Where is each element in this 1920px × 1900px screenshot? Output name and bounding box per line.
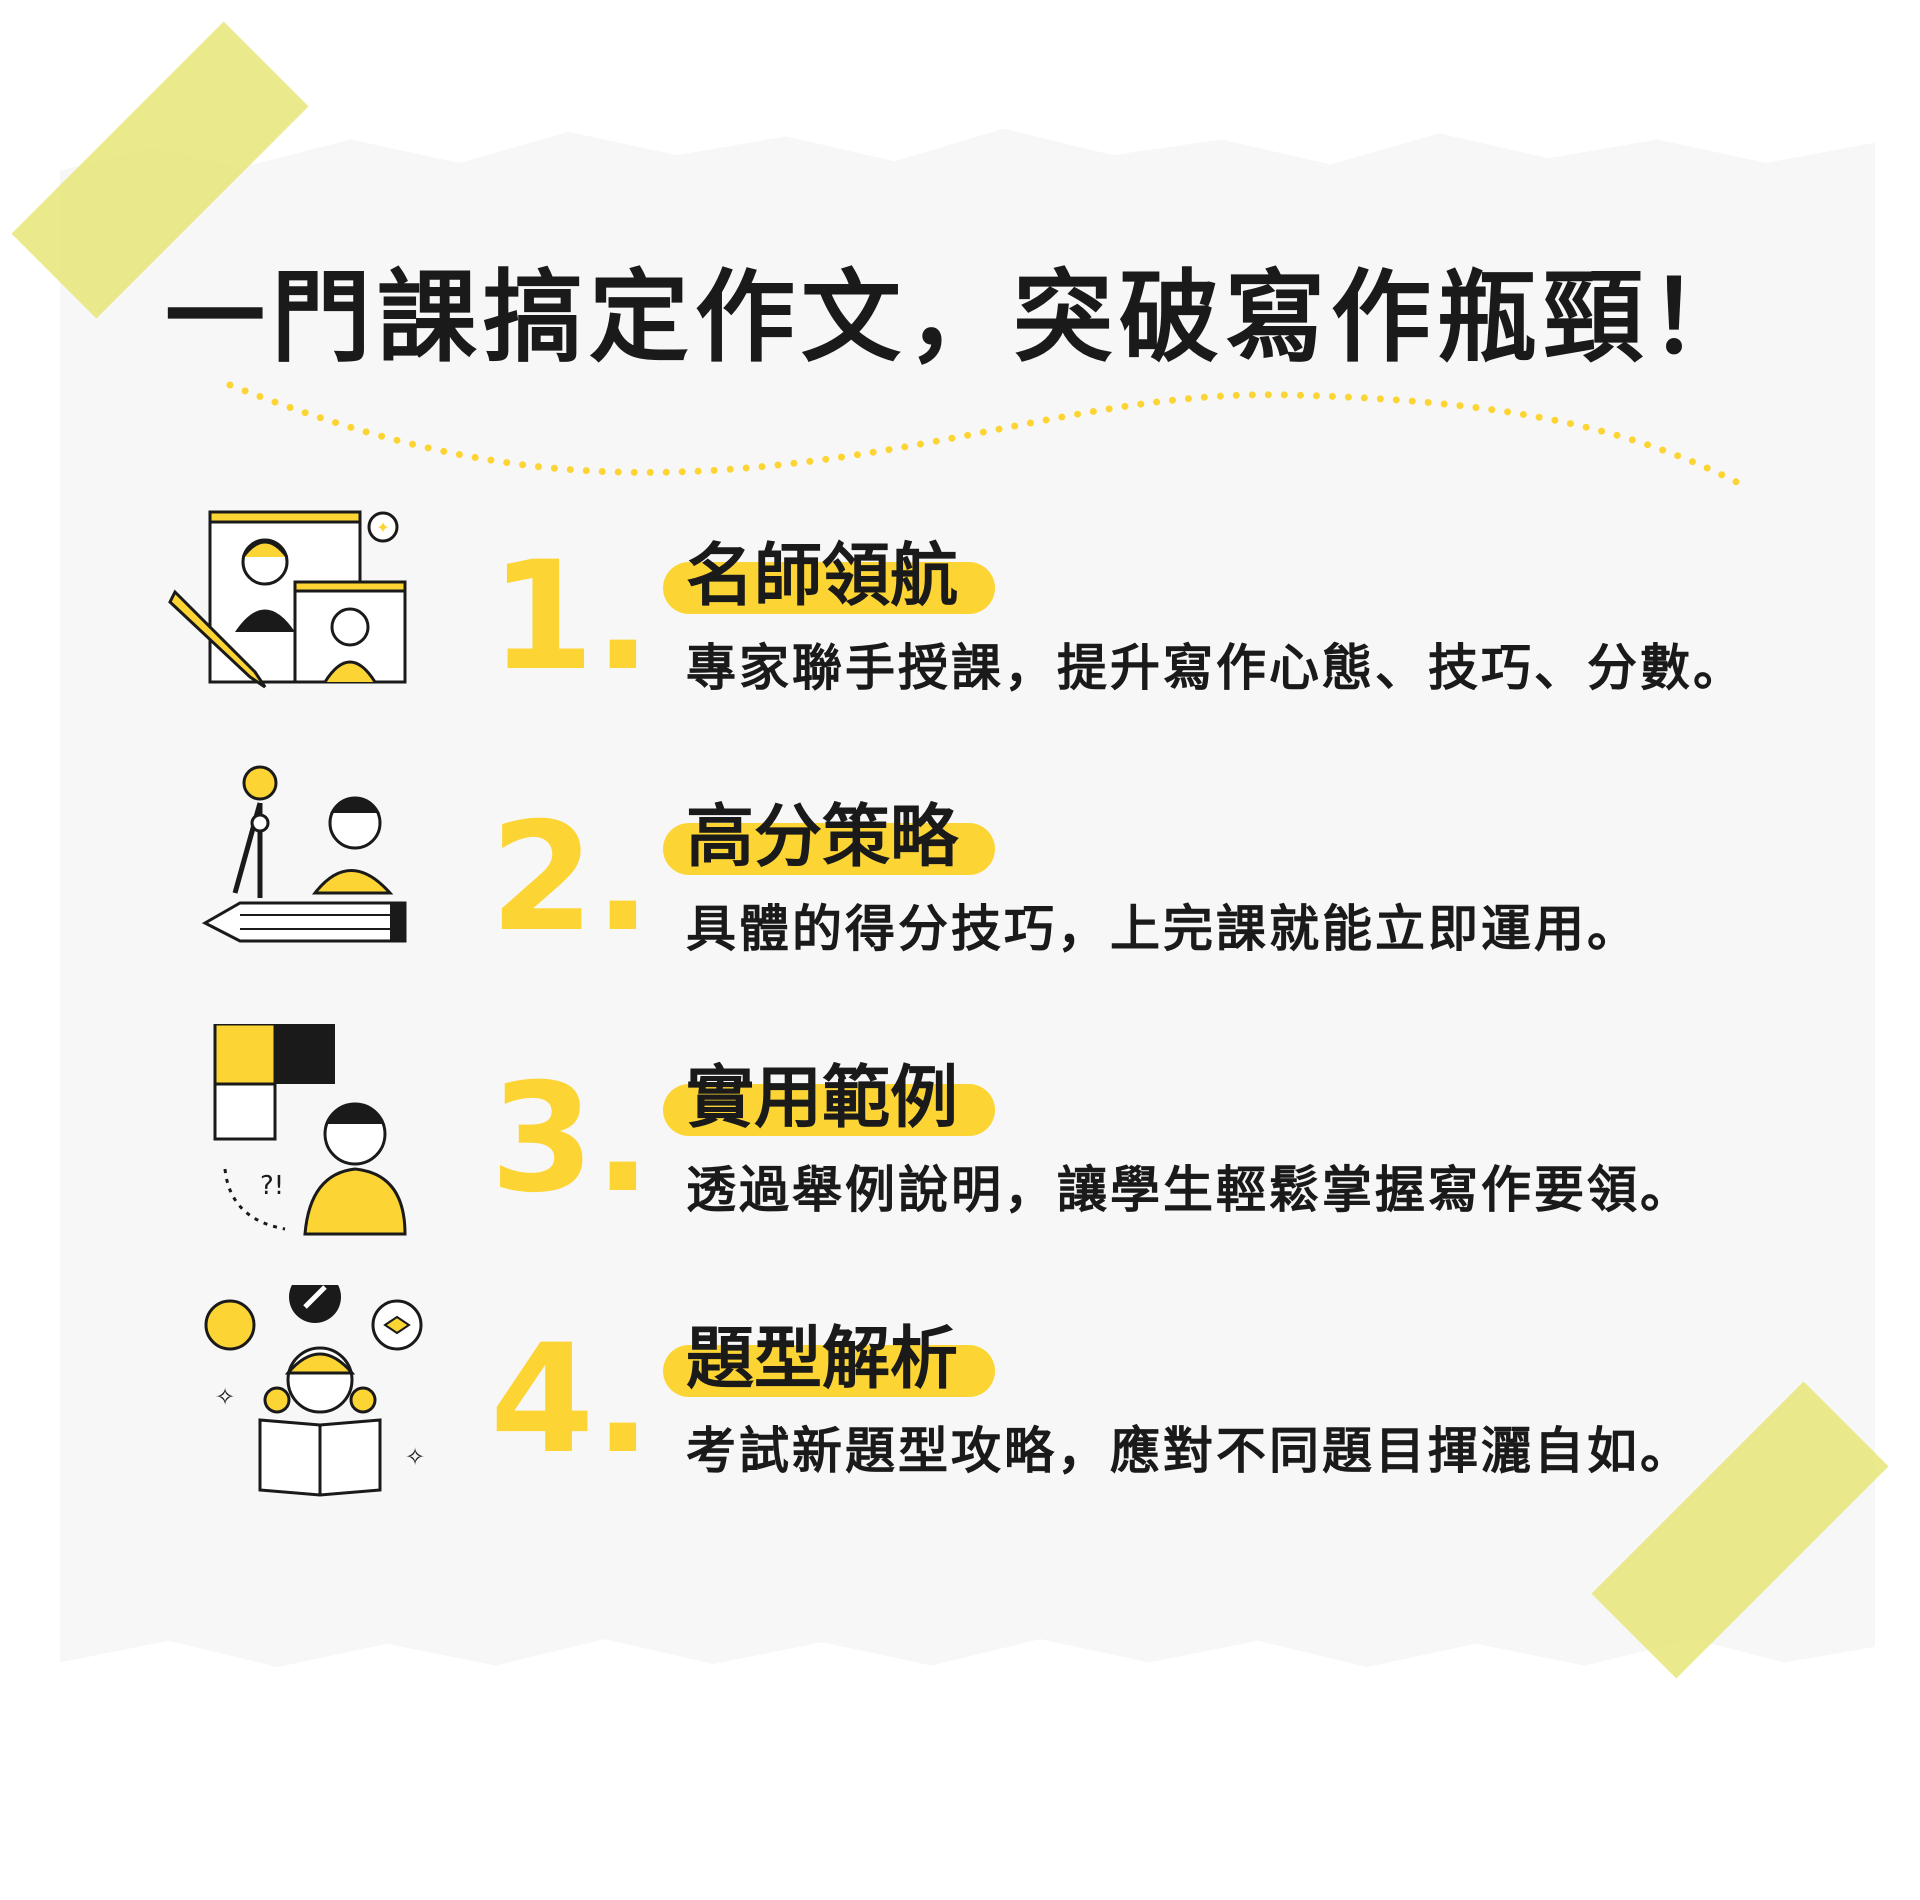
svg-text:✧: ✧ (215, 1383, 235, 1411)
page-title: 一門課搞定作文，突破寫作瓶頸！ (165, 259, 1755, 376)
item-description: 考試新題型攻略，應對不同題目揮灑自如。 (686, 1422, 1693, 1480)
feature-item-4: ✧ ✧ 4. 題型解析 考試新題型攻略，應對不同題目揮灑自如。 (0, 1285, 1920, 1585)
feature-item-3: ?! 3. 實用範例 透過舉例說明，讓學生輕鬆掌握寫作要領。 (0, 1024, 1920, 1324)
feature-item-2: 2. 高分策略 具體的得分技巧，上完課就能立即運用。 (0, 765, 1920, 1063)
puzzle-thinking-icon: ?! (213, 1024, 407, 1236)
heading-highlight (663, 562, 995, 614)
heading-highlight (663, 823, 995, 875)
item-description: 具體的得分技巧，上完課就能立即運用。 (686, 900, 1640, 958)
item-number: 2. (490, 791, 652, 965)
reading-student-icon: ✧ ✧ (204, 1285, 425, 1497)
item-description: 專家聯手授課，提升寫作心態、技巧、分數。 (686, 639, 1746, 697)
heading-highlight (663, 1345, 995, 1397)
svg-text:?!: ?! (260, 1171, 284, 1201)
item-description: 透過舉例說明，讓學生輕鬆掌握寫作要領。 (686, 1161, 1693, 1219)
feature-item-1: ✦ 1. 名師領航 專家聯手授課，提升寫作心態、技巧、分數。 (0, 510, 1920, 802)
item-number: 1. (490, 530, 652, 704)
dotted-wave-divider (226, 381, 1750, 491)
item-number: 3. (490, 1052, 652, 1226)
svg-text:✦: ✦ (376, 518, 389, 537)
online-teacher-icon: ✦ (168, 510, 407, 689)
item-heading: 名師領航 (686, 537, 959, 616)
heading-highlight (663, 1084, 995, 1136)
item-heading: 題型解析 (686, 1320, 959, 1399)
item-number: 4. (490, 1313, 652, 1487)
strategy-compass-pencil-icon (201, 765, 407, 943)
svg-text:✧: ✧ (405, 1443, 425, 1471)
item-heading: 高分策略 (686, 798, 959, 877)
item-heading: 實用範例 (686, 1059, 959, 1138)
